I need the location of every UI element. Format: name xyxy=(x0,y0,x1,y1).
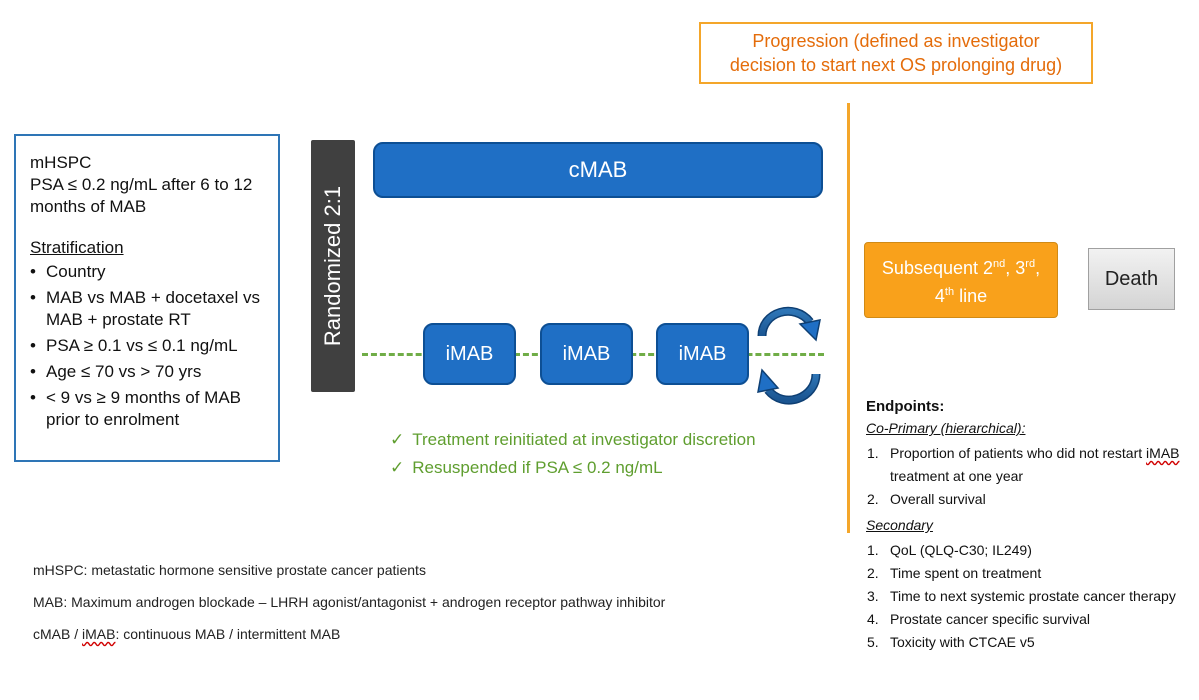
list-item: 1. Proportion of patients who did not re… xyxy=(866,442,1196,488)
progression-box: Progression (defined as investigator dec… xyxy=(699,22,1093,84)
cmab-arm: cMAB xyxy=(373,142,823,198)
stratification-item: Age ≤ 70 vs > 70 yrs xyxy=(30,361,266,383)
list-number: 5. xyxy=(867,634,879,650)
death-box: Death xyxy=(1088,248,1175,310)
eligibility-population: mHSPC xyxy=(30,153,92,172)
footnote-mab: MAB: Maximum androgen blockade – LHRH ag… xyxy=(33,594,666,610)
footnote-text: iMAB xyxy=(82,626,116,642)
progression-line2: decision to start next OS prolonging dru… xyxy=(729,55,1063,75)
endpoint-text: Overall survival xyxy=(890,491,986,507)
subsequent-text: , xyxy=(1035,258,1041,278)
subsequent-line2: 4th line xyxy=(865,280,1057,308)
list-item: 5. Toxicity with CTCAE v5 xyxy=(866,631,1196,654)
list-number: 2. xyxy=(867,491,879,507)
eligibility-box: mHSPC PSA ≤ 0.2 ng/mL after 6 to 12 mont… xyxy=(14,134,280,462)
subsequent-sup: rd xyxy=(1025,258,1036,270)
endpoint-text: iMAB xyxy=(1146,445,1180,461)
list-item: 2. Time spent on treatment xyxy=(866,562,1196,585)
check-icon: ✓ xyxy=(390,458,405,477)
list-number: 1. xyxy=(867,445,879,461)
endpoint-text: Time to next systemic prostate cancer th… xyxy=(890,588,1176,604)
footnote-text: cMAB / xyxy=(33,626,83,642)
stratification-item: PSA ≥ 0.1 vs ≤ 0.1 ng/mL xyxy=(30,335,266,357)
list-number: 3. xyxy=(867,588,879,604)
secondary-list: 1. QoL (QLQ-C30; IL249) 2. Time spent on t… xyxy=(866,539,1196,654)
endpoint-text: Prostate cancer specific survival xyxy=(890,611,1090,627)
endpoint-text: Time spent on treatment xyxy=(890,565,1042,581)
list-number: 1. xyxy=(867,542,879,558)
endpoints-panel: Endpoints: Co-Primary (hierarchical): 1.… xyxy=(866,398,1196,660)
stratification-item: MAB vs MAB + docetaxel vs MAB + prostate… xyxy=(30,287,266,331)
subsequent-sup: th xyxy=(944,286,955,298)
eligibility-psa: PSA ≤ 0.2 ng/mL after 6 to 12 months of … xyxy=(30,175,253,216)
list-item: 1. QoL (QLQ-C30; IL249) xyxy=(866,539,1196,562)
stratification-list: Country MAB vs MAB + docetaxel vs MAB + … xyxy=(30,261,266,431)
co-primary-list: 1. Proportion of patients who did not re… xyxy=(866,442,1196,511)
footnote-mhspc: mHSPC: metastatic hormone sensitive pros… xyxy=(33,562,426,578)
co-primary-title: Co-Primary (hierarchical): xyxy=(866,420,1026,436)
footnote-cmab-imab: cMAB / iMAB: continuous MAB / intermitte… xyxy=(33,626,340,642)
secondary-title: Secondary xyxy=(866,517,933,533)
subsequent-line1: Subsequent 2nd, 3rd, xyxy=(865,252,1057,280)
subsequent-sup: nd xyxy=(993,258,1006,270)
endpoint-text: QoL (QLQ-C30; IL249) xyxy=(890,542,1032,558)
check-icon: ✓ xyxy=(390,430,405,449)
imab-block-2: iMAB xyxy=(540,323,633,385)
list-number: 4. xyxy=(867,611,879,627)
stratification-item: Country xyxy=(30,261,266,283)
stratification-item: < 9 vs ≥ 9 months of MAB prior to enrolm… xyxy=(30,387,266,431)
note-reinitiated: ✓ Treatment reinitiated at investigator d… xyxy=(390,430,756,450)
subsequent-text: , 3 xyxy=(1005,258,1026,278)
subsequent-text: line xyxy=(954,286,988,306)
randomization-label: Randomized 2:1 xyxy=(320,185,345,347)
endpoint-text: Toxicity with CTCAE v5 xyxy=(890,634,1035,650)
cycle-arrows-icon xyxy=(757,306,821,405)
list-item: 2. Overall survival xyxy=(866,488,1196,511)
randomization-bar: Randomized 2:1 xyxy=(311,140,355,392)
stratification-title: Stratification xyxy=(30,238,124,257)
imab-block-3: iMAB xyxy=(656,323,749,385)
list-number: 2. xyxy=(867,565,879,581)
imab-block-1: iMAB xyxy=(423,323,516,385)
note-text: Resuspended if PSA ≤ 0.2 ng/mL xyxy=(412,458,663,477)
note-resuspended: ✓ Resuspended if PSA ≤ 0.2 ng/mL xyxy=(390,458,663,478)
endpoints-title: Endpoints: xyxy=(866,398,945,415)
subsequent-lines-box: Subsequent 2nd, 3rd, 4th line xyxy=(864,242,1058,318)
list-item: 4. Prostate cancer specific survival xyxy=(866,608,1196,631)
subsequent-text: 4 xyxy=(934,286,945,306)
progression-line1: Progression (defined as investigator xyxy=(752,31,1040,51)
note-text: Treatment reinitiated at investigator di… xyxy=(412,430,756,449)
footnote-text: : continuous MAB / intermittent MAB xyxy=(115,626,341,642)
progression-line xyxy=(847,103,850,533)
subsequent-text: Subsequent 2 xyxy=(881,258,994,278)
list-item: 3. Time to next systemic prostate cancer … xyxy=(866,585,1196,608)
endpoint-text: Proportion of patients who did not resta… xyxy=(890,445,1147,461)
endpoint-text: treatment at one year xyxy=(890,468,1024,484)
